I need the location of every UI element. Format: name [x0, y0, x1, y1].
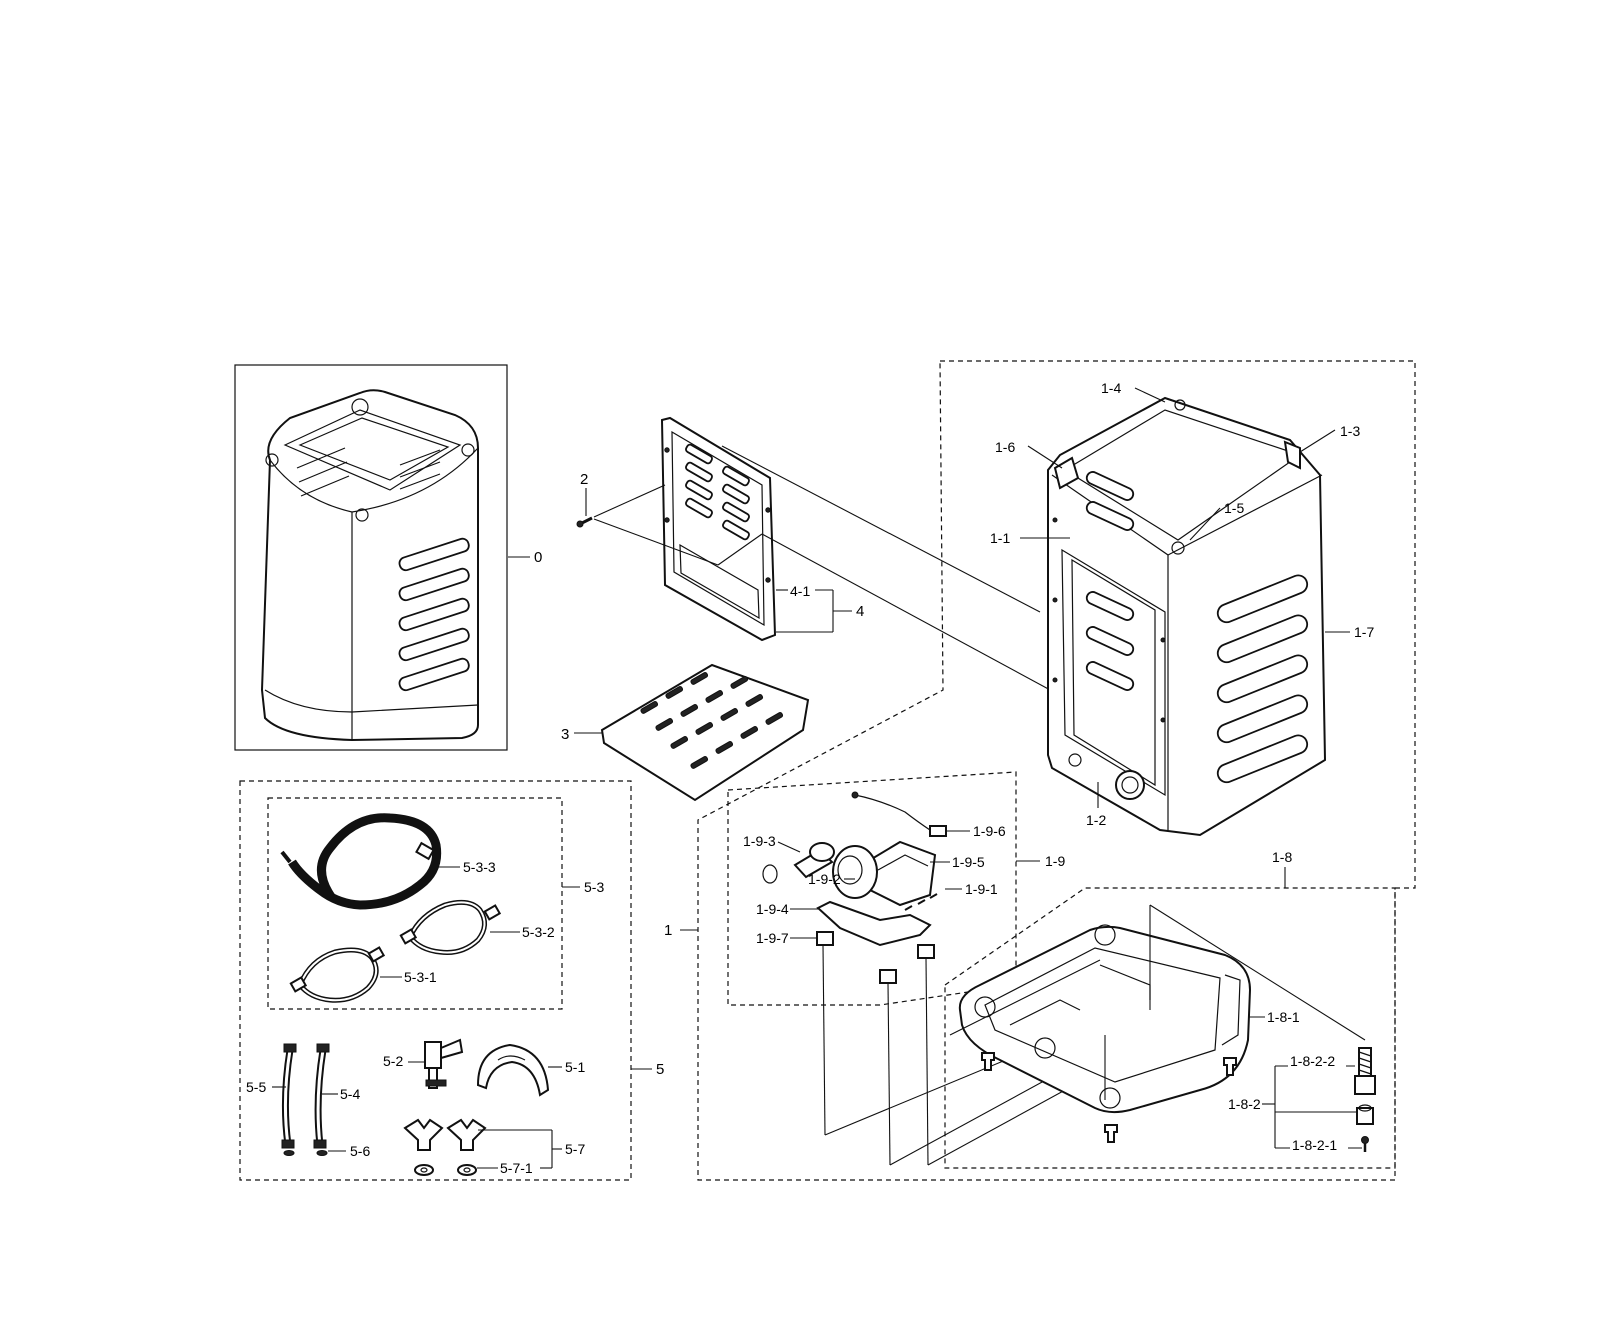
part-1-9-drain-pump[interactable]: [762, 791, 947, 984]
label-5-6: 5-6: [350, 1143, 370, 1159]
label-1-5: 1-5: [1224, 500, 1244, 516]
label-5: 5: [656, 1061, 664, 1078]
label-1-9-7: 1-9-7: [756, 930, 789, 946]
group-5-3-outline: [267, 797, 563, 1010]
label-5-2: 5-2: [383, 1053, 403, 1069]
part-5-3-3-drain-hose[interactable]: [280, 813, 442, 910]
label-1-9-1: 1-9-1: [965, 881, 998, 897]
label-4: 4: [856, 603, 864, 620]
part-1-7-cabinet-shell[interactable]: [1047, 396, 1327, 837]
label-1: 1: [664, 922, 672, 939]
label-1-6: 1-6: [995, 439, 1015, 455]
label-5-3-3: 5-3-3: [463, 859, 496, 875]
label-1-3: 1-3: [1340, 423, 1360, 439]
label-1-9: 1-9: [1045, 853, 1065, 869]
label-2: 2: [580, 471, 588, 488]
part-5-1-hose-guide[interactable]: [476, 1043, 550, 1097]
label-5-3-2: 5-3-2: [522, 924, 555, 940]
label-1-9-4: 1-9-4: [756, 901, 789, 917]
label-1-2: 1-2: [1086, 812, 1106, 828]
label-5-3: 5-3: [584, 879, 604, 895]
group-1-9-outline: [727, 771, 1017, 1006]
part-2-screw[interactable]: [576, 516, 593, 528]
part-0-cabinet-assembly[interactable]: [234, 364, 508, 751]
label-5-7-1: 5-7-1: [500, 1160, 533, 1176]
label-1-9-6: 1-9-6: [973, 823, 1006, 839]
label-5-7: 5-7: [565, 1141, 585, 1157]
part-5-5-hose[interactable]: [281, 1043, 297, 1149]
label-1-8-2: 1-8-2: [1228, 1096, 1261, 1112]
part-3-base-cover[interactable]: [600, 663, 810, 802]
label-1-9-5: 1-9-5: [952, 854, 985, 870]
label-5-1: 5-1: [565, 1059, 585, 1075]
label-0: 0: [534, 549, 542, 566]
part-5-3-2-inlet-hose[interactable]: [399, 899, 502, 955]
part-5-6-washers[interactable]: [283, 1150, 328, 1156]
part-1-8-2-leveling-leg[interactable]: [1354, 1047, 1376, 1152]
label-1-8-1: 1-8-1: [1267, 1009, 1300, 1025]
part-5-2-hose-clamp[interactable]: [424, 1038, 464, 1089]
group-5-outline: [239, 780, 632, 1181]
label-5-5: 5-5: [246, 1079, 266, 1095]
label-3: 3: [561, 726, 569, 743]
part-base-screws[interactable]: [981, 1052, 1237, 1143]
label-5-4: 5-4: [340, 1086, 360, 1102]
label-1-8-2-1: 1-8-2-1: [1292, 1137, 1337, 1153]
group-1-outline: [697, 360, 1416, 1181]
part-5-7-y-connectors[interactable]: [403, 1118, 487, 1176]
label-1-4: 1-4: [1101, 380, 1121, 396]
label-1-7: 1-7: [1354, 624, 1374, 640]
label-1-9-3: 1-9-3: [743, 833, 776, 849]
label-1-8-2-2: 1-8-2-2: [1290, 1053, 1335, 1069]
label-1-8: 1-8: [1272, 849, 1292, 865]
label-5-3-1: 5-3-1: [404, 969, 437, 985]
part-4-back-panel[interactable]: [660, 416, 777, 642]
label-1-1: 1-1: [990, 530, 1010, 546]
label-1-9-2: 1-9-2: [808, 871, 841, 887]
part-5-4-hose[interactable]: [313, 1043, 330, 1149]
label-4-1: 4-1: [790, 583, 810, 599]
part-5-3-1-inlet-hose[interactable]: [289, 946, 386, 1003]
